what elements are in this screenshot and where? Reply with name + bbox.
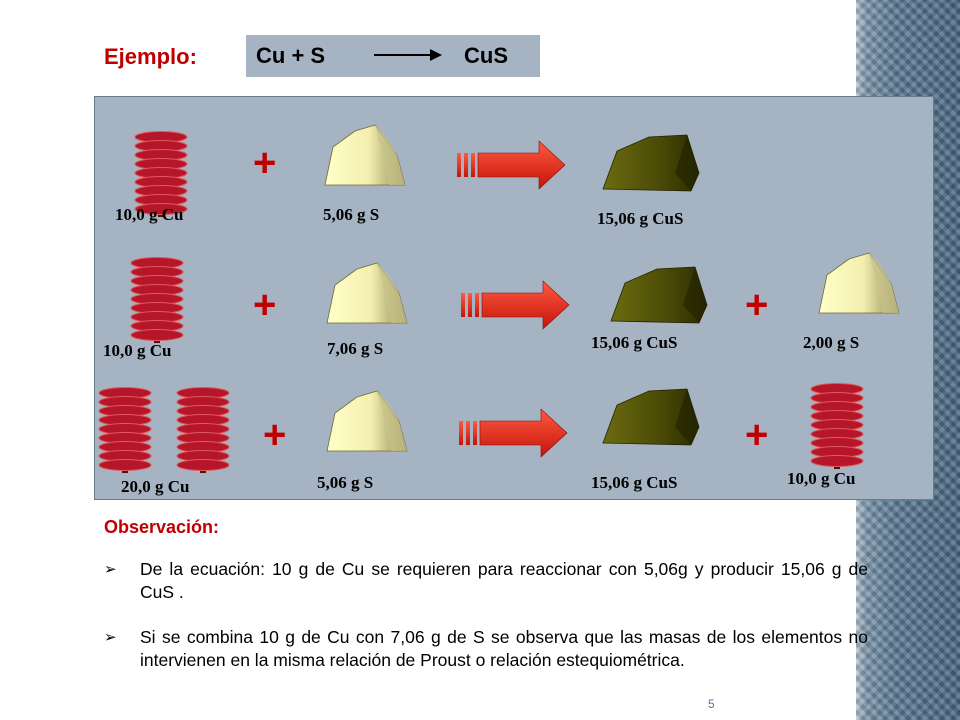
reaction-arrow-icon [374,49,442,61]
row1-product-mass: 15,06 g CuS [597,209,684,228]
arrow-bullet-icon: ➢ [104,629,117,646]
sulfur-chunk-icon [326,262,408,324]
reaction-arrow-icon [460,280,570,330]
copper-sulfide-chunk-icon [610,266,708,324]
arrow-bullet-icon: ➢ [104,561,117,578]
row2-excess-sulfur-mass: 2,00 g S [803,333,860,352]
row3-excess-copper-mass: 10,0 g Cu [787,469,856,488]
row1-copper-mass: 10,0 g Cu [115,205,184,224]
row3-product-mass: 15,06 g CuS [591,473,678,492]
example-title: Ejemplo: [104,44,197,69]
observation-title: Observación: [104,517,220,537]
row2-sulfur-mass: 7,06 g S [327,339,384,358]
plus-icon: + [263,413,287,457]
observation-bullet: ➢ Si se combina 10 g de Cu con 7,06 g de… [104,626,868,672]
sulfur-chunk-icon [326,390,408,452]
plus-icon: + [745,283,769,327]
sulfur-chunk-icon [818,252,900,314]
row3-sulfur-mass: 5,06 g S [317,473,374,492]
copper-coil-icon [810,382,864,470]
copper-sulfide-chunk-icon [602,134,700,192]
observation-text: Si se combina 10 g de Cu con 7,06 g de S… [140,627,868,670]
copper-sulfide-chunk-icon [602,388,700,446]
plus-icon: + [745,413,769,457]
reaction-arrow-icon [458,408,568,458]
row2-product-mass: 15,06 g CuS [591,333,678,352]
row3-copper-mass: 20,0 g Cu [121,477,190,496]
equation-product: CuS [464,43,508,68]
copper-coil-icon [98,386,152,474]
copper-coil-icon [176,386,230,474]
plus-icon: + [253,141,277,185]
copper-coil-icon [130,256,184,344]
plus-icon: + [253,283,277,327]
observation-text: De la ecuación: 10 g de Cu se requieren … [140,559,868,602]
reaction-arrow-icon [456,140,566,190]
reaction-diagram: + + + + + 10,0 g Cu 5,06 g S 15,06 g CuS… [94,96,934,500]
observation-bullet: ➢ De la ecuación: 10 g de Cu se requiere… [104,558,868,604]
sulfur-chunk-icon [324,124,406,186]
row2-copper-mass: 10,0 g Cu [103,341,172,360]
equation-reactants: Cu + S [256,43,326,68]
equation-box: Cu + S CuS [246,35,540,77]
row1-sulfur-mass: 5,06 g S [323,205,380,224]
page-number: 5 [708,697,715,711]
